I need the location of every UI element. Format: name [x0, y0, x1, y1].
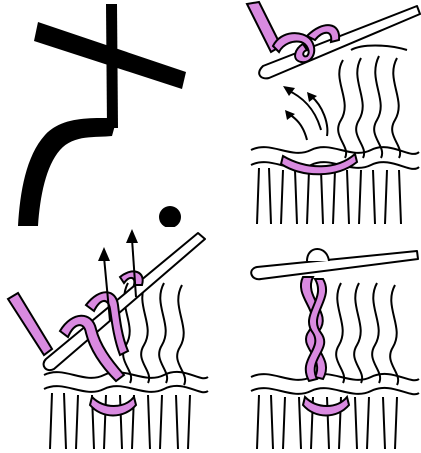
yarn-over-insert-hook-icon — [211, 0, 421, 227]
step-3-panel — [211, 227, 421, 453]
symbol-curve — [18, 118, 117, 226]
finished-treble-stitch-icon — [211, 227, 421, 453]
symbol-dot — [159, 206, 181, 227]
step-1-panel — [211, 0, 421, 227]
treble-crochet-symbol-icon — [0, 0, 210, 227]
pull-through-loops-icon — [0, 227, 210, 453]
stitch-symbol-panel — [0, 0, 210, 227]
step-2-panel — [0, 227, 210, 453]
